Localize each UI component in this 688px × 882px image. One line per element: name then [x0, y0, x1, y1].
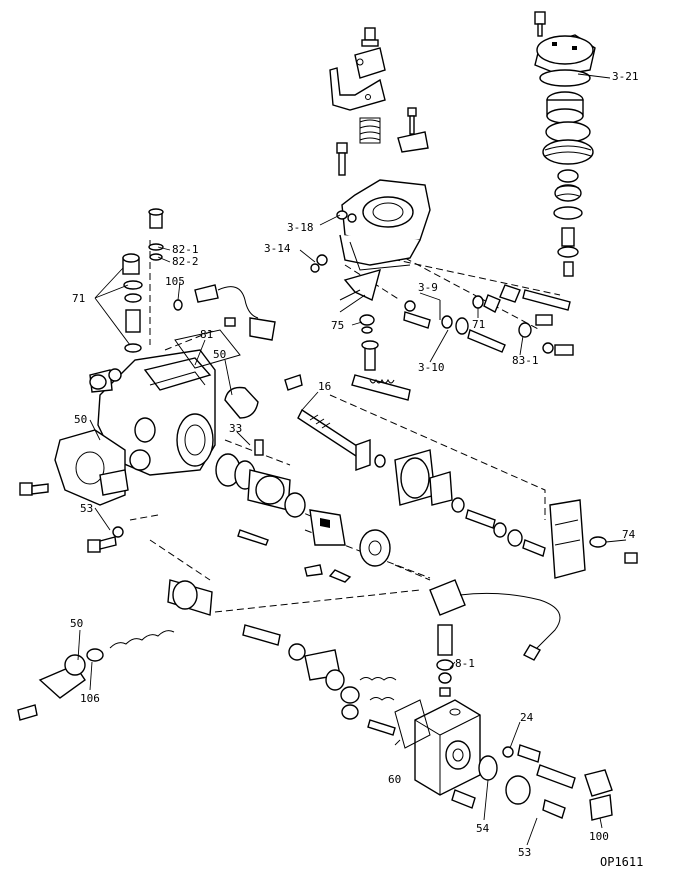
callout-50-bottom: 50 [70, 617, 83, 630]
callout-53-left: 53 [80, 502, 93, 515]
adjust-bolts [403, 284, 574, 356]
callout-33: 33 [229, 422, 242, 435]
pump-housing [89, 329, 259, 476]
diaphragm-stack [534, 11, 611, 277]
callout-60: 60 [388, 773, 401, 786]
callout-105: 105 [165, 275, 185, 288]
control-lever-shaft [284, 314, 411, 401]
callout-82-2: 82-2 [172, 255, 199, 268]
callout-16: 16 [318, 380, 331, 393]
spring [359, 117, 381, 144]
lower-left-group [17, 579, 397, 736]
callout-3-10: 3-10 [418, 361, 445, 374]
callout-83-1: 83-1 [512, 354, 539, 367]
governor-cover-group [310, 27, 431, 313]
callout-53-bottom: 53 [518, 846, 531, 859]
callout-24: 24 [520, 711, 534, 724]
callout-3-21: 3-21 [612, 70, 639, 83]
callout-50-left: 50 [74, 413, 87, 426]
left-small-parts [122, 208, 276, 353]
drive-shaft-group [297, 408, 638, 579]
callout-75: 75 [331, 319, 344, 332]
callout-3-18: 3-18 [287, 221, 314, 234]
callout-labels: 3-21 3-18 3-14 82-1 82-2 105 71 3-9 71 7… [70, 70, 643, 869]
left-head-assembly [19, 429, 129, 553]
callout-8-1: 8-1 [455, 657, 475, 670]
callout-3-9: 3-9 [418, 281, 438, 294]
drawing-code: OP1611 [600, 855, 643, 869]
callout-81: 81 [200, 328, 213, 341]
callout-71-left: 71 [72, 292, 85, 305]
callout-74: 74 [622, 528, 636, 541]
callout-100: 100 [589, 830, 609, 843]
rotor-group [215, 439, 391, 583]
callout-54: 54 [476, 822, 490, 835]
solenoid-and-valve-block [394, 579, 613, 821]
callout-82-1: 82-1 [172, 243, 199, 256]
callout-71-right: 71 [472, 318, 485, 331]
callout-3-14: 3-14 [264, 242, 291, 255]
callout-50-top: 50 [213, 348, 226, 361]
leader-lines [77, 214, 627, 846]
callout-106: 106 [80, 692, 100, 705]
